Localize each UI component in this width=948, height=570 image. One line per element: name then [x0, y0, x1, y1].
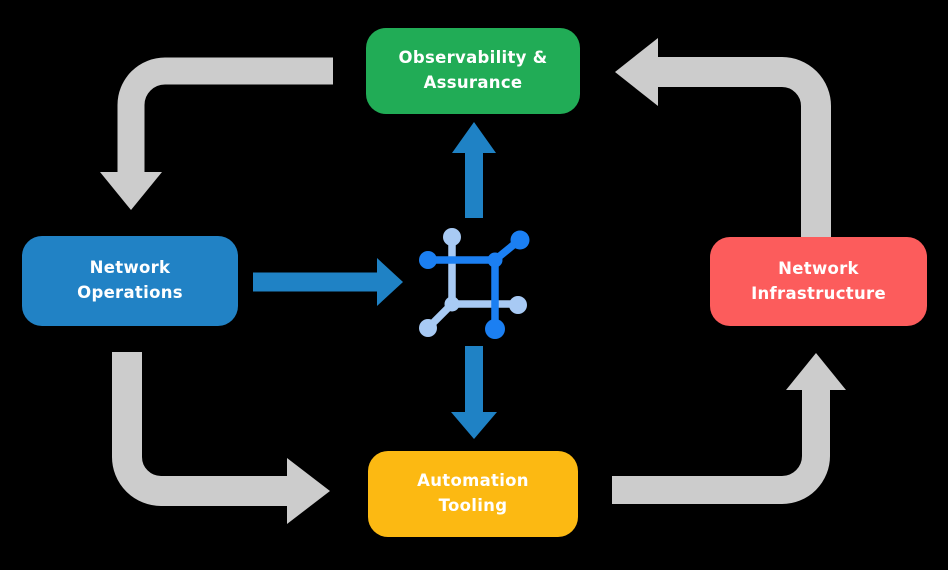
- node-observability: Observability & Assurance: [366, 28, 580, 114]
- arrow-operations-to-tooling: [112, 352, 330, 524]
- arrow-observability-to-operations: [100, 57, 333, 210]
- node-operations: Network Operations: [22, 236, 238, 326]
- gray-arrows: [100, 38, 846, 524]
- node-tooling-label: Automation Tooling: [417, 471, 529, 515]
- node-infrastructure-label: Network Infrastructure: [751, 258, 886, 303]
- arrow-operations-to-center: [253, 258, 403, 306]
- icon-light-branch: [419, 228, 527, 337]
- icon-dark-branch: [419, 230, 530, 339]
- node-infrastructure: Network Infrastructure: [710, 237, 927, 326]
- network-automation-icon: [419, 228, 530, 339]
- arrow-center-to-tooling: [451, 346, 497, 439]
- arrow-infrastructure-to-observability: [615, 38, 831, 237]
- arrow-center-to-observability: [452, 122, 496, 218]
- blue-arrows: [253, 122, 497, 439]
- node-observability-label: Observability & Assurance: [398, 48, 548, 92]
- node-operations-label: Network Operations: [77, 258, 183, 302]
- arrow-tooling-to-infrastructure: [612, 353, 846, 504]
- node-tooling: Automation Tooling: [368, 451, 578, 537]
